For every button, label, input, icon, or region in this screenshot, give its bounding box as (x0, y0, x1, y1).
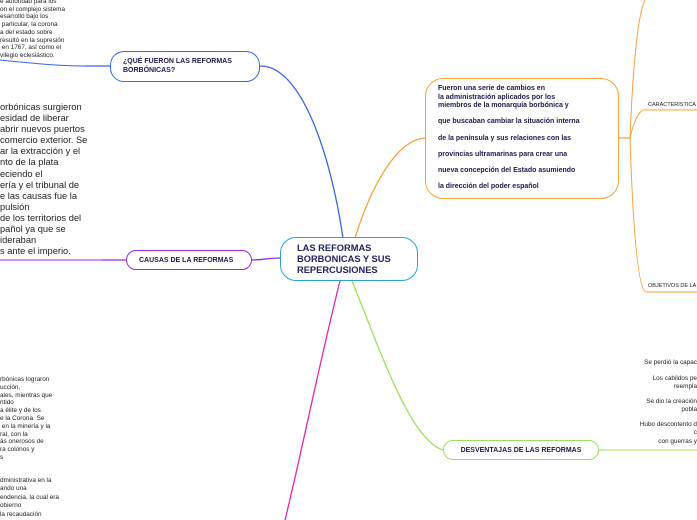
connector-caracteristicas (629, 0, 646, 139)
central-line-1: LAS REFORMAS (297, 242, 372, 253)
connector-fueron (354, 137, 426, 239)
topic-fueron-definicion[interactable]: Fueron una serie de cambios en la admini… (425, 78, 619, 199)
connector-desventajas (351, 280, 444, 451)
connector-bottom (284, 280, 341, 520)
desventaja-item: Los cabildos pe reempla (652, 375, 697, 391)
connector-que-fueron (259, 65, 344, 239)
central-line-3: REPERCUSIONES (297, 264, 378, 275)
topic-desventajas[interactable]: DESVENTAJAS DE LAS REFORMAS (443, 440, 599, 460)
fueron-line: miembros de la monarquía borbónica y (438, 102, 569, 109)
central-line-2: BORBONICAS Y SUS (297, 253, 391, 264)
connector-objetivos (629, 137, 697, 293)
desventaja-item: Se dio la creación pobla (646, 398, 697, 414)
note-que-fueron-text: e autoridad para los on el complejo sist… (0, 0, 66, 59)
central-topic[interactable]: LAS REFORMAS BORBONICAS Y SUS REPERCUSIO… (280, 237, 418, 281)
fueron-line: que buscaban cambiar la situación intern… (438, 118, 580, 126)
fueron-line: nueva concepción del Estado asumiendo (438, 167, 576, 175)
topic-causas[interactable]: CAUSAS DE LA REFORMAS (126, 250, 252, 270)
topic-causas-label: CAUSAS DE LA REFORMAS (139, 256, 234, 264)
connector-causas (251, 257, 281, 261)
note-bottom-text-1: rbónicas lograron ucción, ales, mientras… (0, 376, 53, 461)
fueron-line: la administración aplicados por los (438, 93, 556, 101)
fueron-line: la dirección del poder español (438, 183, 539, 191)
desventaja-item: Hubo descontento d c con guerras y (639, 421, 697, 445)
subtopic-caracteristicas[interactable]: CARACTERISTICA (648, 102, 696, 108)
topic-desventajas-label: DESVENTAJAS DE LAS REFORMAS (460, 446, 582, 454)
connector-caracteristicas-b (629, 109, 697, 139)
topic-que-fueron-line-1: ¿QUÉ FUERON LAS REFORMAS (123, 58, 232, 65)
subtopic-objetivos[interactable]: OBJETIVOS DE LA (648, 283, 697, 289)
desventaja-item: Se perdió la capac (644, 359, 697, 366)
fueron-line: Fueron una serie de cambios en (438, 85, 545, 92)
topic-que-fueron-line-2: BORBÓNICAS? (123, 66, 176, 74)
fueron-line: de la península y sus relaciones con las (438, 134, 572, 142)
topic-que-fueron[interactable]: ¿QUÉ FUERON LAS REFORMAS BORBÓNICAS? (110, 51, 260, 82)
connector-top-text (0, 59, 86, 67)
note-causas-text: orbónicas surgieron esidad de liberar ab… (0, 102, 88, 257)
note-bottom-text-2: dministrativa en la ando una endencia, l… (0, 477, 59, 518)
fueron-line: provincias ultramarinas para crear una (438, 150, 568, 158)
